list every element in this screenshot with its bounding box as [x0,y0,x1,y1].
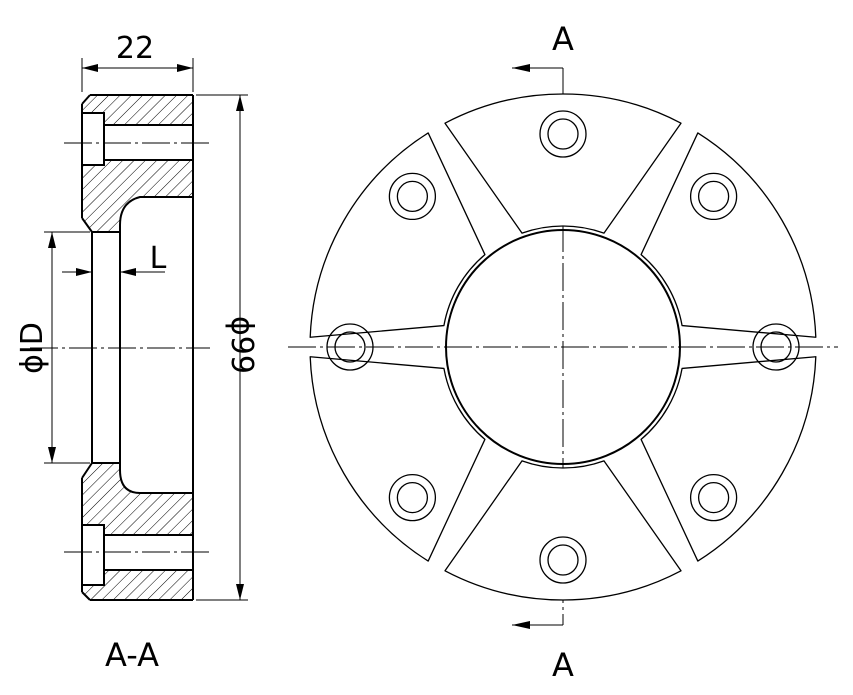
dimension-width-label: 22 [116,31,154,66]
coupling-segment [309,356,486,562]
coupling-segment [444,93,682,234]
coupling-segment [640,356,817,562]
bolt-hole [539,536,587,584]
cut-marker-top: A [512,20,574,72]
coupling-segment [640,132,817,338]
center-bore [445,229,681,465]
coupling-segment [309,132,486,338]
bolt-hole [689,473,738,522]
dimension-chamfer-length-label: L [150,241,167,276]
cut-marker-bottom: A [512,621,574,684]
bolt-hole [388,172,437,221]
dimension-outer-diameter: ϕ99 [196,94,259,601]
dimension-width: 22 [81,31,194,92]
bolt-hole [326,323,374,371]
section-centerlines [30,142,210,553]
bolt-hole [689,172,738,221]
coupling-segment [444,460,682,601]
dimension-chamfer-length: L [62,241,167,276]
section-label: A-A [105,636,159,674]
section-hatching [82,95,193,600]
coupling-segments [309,93,817,601]
front-view: A A [288,20,838,684]
section-view: 22 ϕ99 ϕID L A-A [15,31,259,674]
bolt-hole [752,323,800,371]
bolt-holes [326,110,800,584]
dimension-inner-diameter-label: ϕID [15,322,50,374]
cut-label-bottom: A [552,646,574,684]
cut-label-top: A [552,20,574,58]
dimension-outer-diameter-label: ϕ99 [224,316,259,374]
bolt-hole [388,473,437,522]
dimension-inner-diameter: ϕID [15,231,90,464]
bolt-hole [539,110,587,158]
